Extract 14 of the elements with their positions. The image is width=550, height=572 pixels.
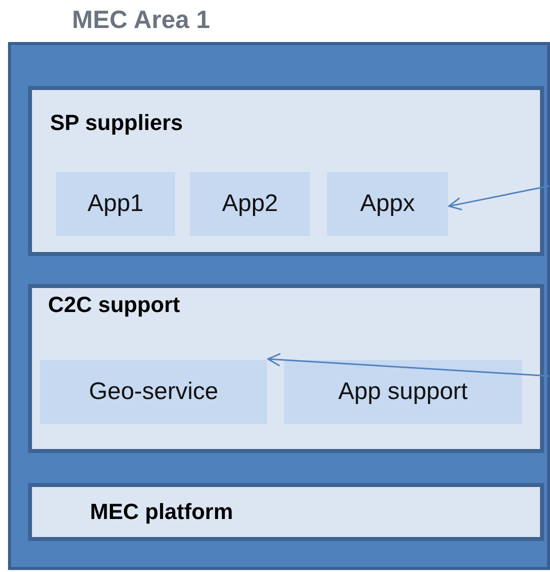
component-box: App support xyxy=(284,360,522,424)
arrow xyxy=(448,185,550,210)
area-title: MEC Area 1 xyxy=(72,6,210,35)
layer-heading: MEC platform xyxy=(90,499,233,525)
component-box: App2 xyxy=(190,172,310,236)
layer-heading: SP suppliers xyxy=(50,110,183,136)
layer-box xyxy=(28,284,544,453)
component-box: App1 xyxy=(56,172,175,236)
layer-box xyxy=(28,86,544,256)
component-box: Geo-service xyxy=(40,360,267,424)
layer-heading: C2C support xyxy=(48,292,180,318)
component-box: Appx xyxy=(327,172,448,236)
arrow xyxy=(267,352,550,377)
layer-box xyxy=(28,483,544,541)
